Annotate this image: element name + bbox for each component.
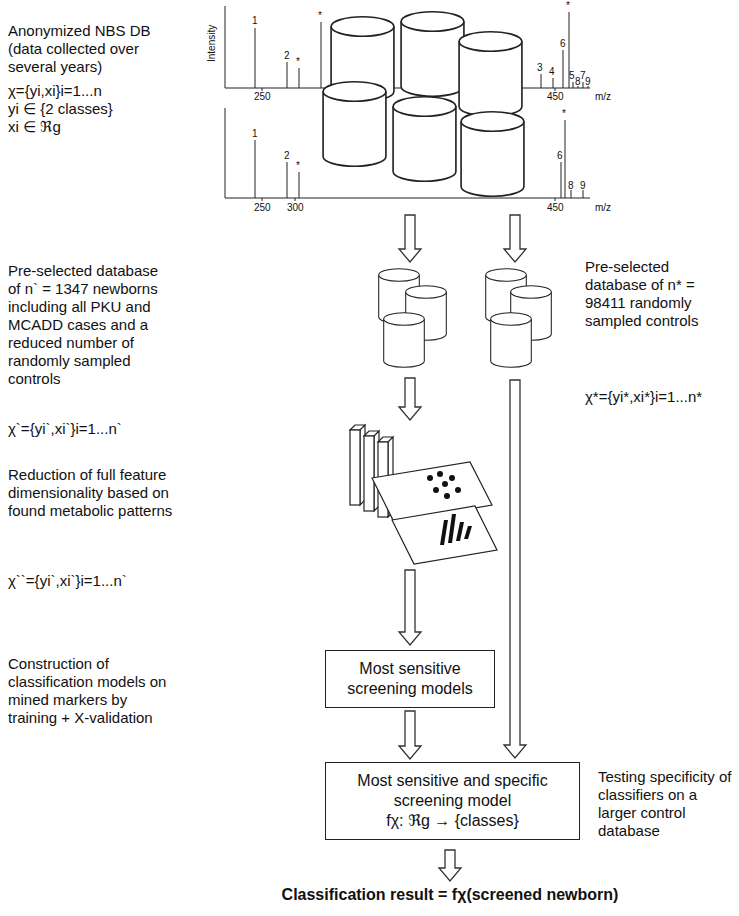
database-cylinders — [323, 12, 551, 368]
spectrum-label: 8 — [575, 76, 581, 87]
axis-label: Intensity — [206, 25, 217, 62]
box-text: Most sensitive screening models — [336, 659, 484, 699]
spectrum-label: 2 — [284, 50, 290, 61]
spectrum-label: 2 — [284, 150, 290, 161]
spectrum-label: * — [318, 10, 322, 21]
spectrum-label: 4 — [549, 66, 555, 77]
spectrum-label: * — [296, 56, 300, 67]
step-text: xi ∈ ℜg — [8, 118, 61, 136]
step-text: Reduction of full feature dimensionality… — [8, 466, 178, 520]
step-text: Testing specificity of classifiers on a … — [598, 768, 734, 840]
spectra — [225, 6, 590, 201]
box-text: Most sensitive and specific screening mo… — [336, 771, 569, 811]
process-box: Most sensitive and specific screening mo… — [325, 762, 580, 840]
spectrum-label: 6 — [557, 150, 563, 161]
spectrum-label: 6 — [560, 38, 566, 49]
step-text: χ*={yi*,xi*}i=1...n* — [585, 388, 702, 406]
spectrum-label: 1 — [252, 128, 258, 139]
spectrum-label: m/z — [595, 202, 611, 213]
spectrum-label: 3 — [537, 62, 543, 73]
result-text: Classification result = fχ(screened newb… — [282, 886, 619, 904]
spectrum-label: 8 — [568, 180, 574, 191]
process-box: Most sensitive screening models — [325, 650, 495, 708]
step-text: Anonymized NBS DB (data collected over s… — [8, 22, 178, 76]
spectrum-label: 250 — [254, 202, 271, 213]
spectrum-label: * — [296, 160, 300, 171]
step-text: χ`={yi`,xi`}i=1...n` — [8, 420, 122, 438]
formula-text: fχ: ℜg → {classes} — [336, 811, 569, 831]
spectrum-label: 7 — [580, 70, 586, 81]
spectrum-label: 5 — [569, 70, 575, 81]
step-text: Pre-selected database of n* = 98411 rand… — [585, 258, 735, 330]
spectrum-label: 300 — [287, 202, 304, 213]
spectrum-label: 9 — [585, 76, 591, 87]
feature-reduction-picture — [350, 425, 497, 564]
step-text: Pre-selected database of n` = 1347 newbo… — [8, 262, 173, 388]
spectrum-label: 250 — [254, 91, 271, 102]
step-text: Construction of classification models on… — [8, 655, 178, 727]
hollow-arrow — [399, 711, 421, 759]
spectrum-label: * — [562, 108, 566, 119]
spectrum-label: 450 — [547, 91, 564, 102]
spectrum-label: 1 — [252, 15, 258, 26]
step-text: yi ∈ {2 classes} — [8, 100, 113, 118]
step-text: χ``={yi`,xi`}i=1...n` — [8, 572, 127, 590]
step-text: χ={yi,xi}i=1...n — [8, 82, 102, 100]
spectrum-label: 9 — [580, 180, 586, 191]
spectrum-label: m/z — [595, 91, 611, 102]
spectrum-label: * — [566, 0, 570, 11]
spectrum-label: 450 — [547, 202, 564, 213]
